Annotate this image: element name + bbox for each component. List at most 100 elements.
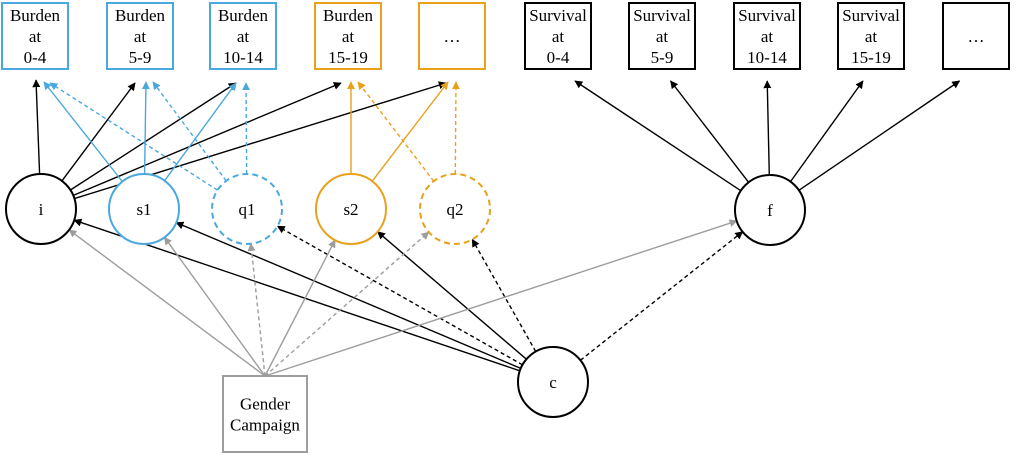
latent-label: s2 [343, 200, 358, 219]
latent-circle [734, 174, 806, 246]
box-burden-10-14: Burden at 10-14 [209, 2, 277, 70]
latent-circle [108, 173, 180, 245]
box-label-line: Burden [115, 6, 166, 25]
edge-c-to-q1 [276, 225, 523, 366]
latent-label: f [767, 201, 773, 220]
box-label-line: Burden [10, 6, 61, 25]
box-survival-5-9: Survival at 5-9 [628, 2, 696, 70]
box-border [628, 2, 696, 70]
box-label-line: 0-4 [547, 48, 570, 67]
box-label-line: 15-19 [328, 48, 368, 67]
edge-i-to-burden-10-14 [70, 82, 237, 191]
edge-c-to-i [73, 218, 521, 372]
latent-circle [5, 173, 77, 245]
latent-label: q2 [447, 200, 464, 219]
box-border [524, 2, 592, 70]
edge-i-to-burden-5-9 [61, 82, 136, 182]
box-border [418, 2, 486, 70]
latent-circle [419, 173, 491, 245]
edge-gender-campaign-to-q2 [264, 231, 430, 377]
box-survival-0-4: Survival at 0-4 [524, 2, 592, 70]
box-border [837, 2, 905, 70]
edge-q2-to-burden-more [451, 81, 460, 175]
box-label-line: at [761, 27, 774, 46]
latent-q1: q1 [211, 173, 283, 245]
box-border [314, 2, 382, 70]
edge-s1-to-burden-5-9 [141, 81, 150, 175]
latent-s1: s1 [108, 173, 180, 245]
edge-f-to-survival-more [798, 80, 961, 191]
box-label-line: Survival [529, 6, 587, 25]
edge-gender-campaign-to-i [68, 229, 266, 377]
edge-c-to-f [579, 231, 744, 361]
latent-circle [211, 173, 283, 245]
box-label-line: Burden [218, 6, 269, 25]
edge-gender-campaign-to-s2 [264, 239, 336, 377]
box-border [209, 2, 277, 70]
box-label-line: at [237, 27, 250, 46]
edges-layer [32, 79, 961, 377]
box-border [942, 2, 1010, 70]
edge-gender-campaign-to-s1 [163, 236, 266, 377]
edge-i-to-burden-15-19 [73, 82, 342, 197]
latent-label: i [39, 200, 44, 219]
edge-c-to-s1 [175, 221, 522, 370]
box-burden-more: … [418, 2, 486, 70]
nodes-layer: Burdenat0-4Burdenat5-9Burdenat10-14Burde… [1, 2, 1010, 453]
box-label-line: … [968, 27, 985, 46]
edge-s2-to-burden-more [371, 81, 449, 182]
latent-q2: q2 [419, 173, 491, 245]
latent-c: c [517, 346, 589, 418]
edge-f-to-survival-15-19 [789, 80, 864, 183]
latent-label: q1 [239, 200, 256, 219]
box-label-line: Gender [240, 395, 290, 414]
box-label-line: 10-14 [223, 48, 263, 67]
box-label-line: 5-9 [651, 48, 674, 67]
box-border [733, 2, 801, 70]
edge-gender-campaign-to-f [264, 219, 738, 377]
latent-label: c [549, 373, 557, 392]
edge-q1-to-burden-0-4 [49, 82, 218, 191]
box-label-line: Survival [738, 6, 796, 25]
box-label-line: Burden [323, 6, 374, 25]
box-survival-15-19: Survival at 15-19 [837, 2, 905, 70]
box-border [1, 2, 69, 70]
box-label-line: at [656, 27, 669, 46]
latent-s2: s2 [315, 173, 387, 245]
box-border [106, 2, 174, 70]
box-label-line: at [342, 27, 355, 46]
box-label-line: at [865, 27, 878, 46]
box-label-line: 10-14 [747, 48, 787, 67]
box-label-line: … [444, 27, 461, 46]
edge-f-to-survival-5-9 [670, 80, 750, 183]
box-label-line: at [134, 27, 147, 46]
box-label-line: at [552, 27, 565, 46]
edge-s1-to-burden-10-14 [164, 82, 237, 182]
latent-label: s1 [136, 200, 151, 219]
box-label-line: Survival [633, 6, 691, 25]
box-survival-more: … [942, 2, 1010, 70]
latent-i: i [5, 173, 77, 245]
box-label-line: 15-19 [851, 48, 891, 67]
edge-c-to-s2 [376, 231, 527, 360]
edge-f-to-survival-0-4 [574, 80, 742, 192]
edge-c-to-q2 [471, 238, 537, 352]
edge-q2-to-burden-15-19 [357, 81, 435, 182]
box-label-line: 5-9 [129, 48, 152, 67]
box-survival-10-14: Survival at 10-14 [733, 2, 801, 70]
box-border [222, 375, 308, 453]
latent-f: f [734, 174, 806, 246]
box-label-line: Campaign [230, 416, 300, 435]
box-burden-5-9: Burden at 5-9 [106, 2, 174, 70]
edge-i-to-burden-0-4 [32, 79, 41, 175]
latent-circle [517, 346, 589, 418]
latent-circle [315, 173, 387, 245]
edge-f-to-survival-10-14 [763, 80, 772, 176]
box-burden-15-19: Burden at 15-19 [314, 2, 382, 70]
box-label-line: 0-4 [24, 48, 47, 67]
edge-q1-to-burden-10-14 [242, 82, 251, 175]
box-label-line: Survival [842, 6, 900, 25]
